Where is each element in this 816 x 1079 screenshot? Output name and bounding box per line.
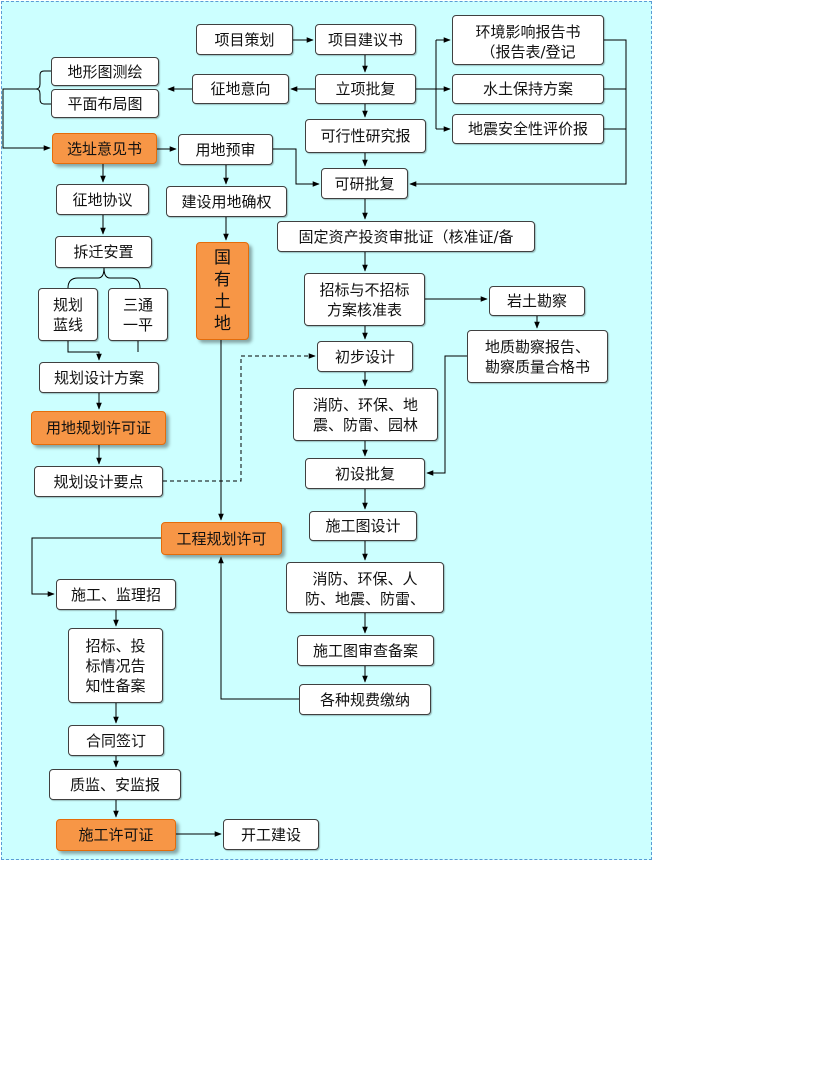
node-preliminary-design-approval: 初设批复 [305,458,425,489]
node-preliminary-design: 初步设计 [317,341,413,372]
node-fees-payment: 各种规费缴纳 [299,684,431,715]
node-land-agreement: 征地协议 [56,184,149,215]
node-topographic-survey: 地形图测绘 [51,57,159,86]
node-geotechnical-survey: 岩土勘察 [489,286,585,316]
node-construction-supervision-bidding: 施工、监理招 [56,579,176,610]
node-quality-safety-supervision: 质监、安监报 [49,769,181,800]
node-land-pre-review: 用地预审 [178,134,273,165]
node-construction-permit: 施工许可证 [56,819,176,851]
node-land-planning-permit: 用地规划许可证 [31,411,166,445]
node-engineering-planning-permit: 工程规划许可 [161,522,282,555]
node-drawing-review-filing: 施工图审查备案 [297,635,434,666]
node-fire-env-review-1: 消防、环保、地 震、防雷、园林 [293,388,438,441]
node-planning-redline: 规划 蓝线 [38,288,98,341]
node-layout-plan: 平面布局图 [51,89,159,118]
node-land-rights: 建设用地确权 [166,186,287,217]
node-project-planning: 项目策划 [196,24,293,55]
node-planning-key-points: 规划设计要点 [34,466,163,497]
node-fire-env-review-2: 消防、环保、人 防、地震、防雷、 [286,562,444,613]
node-geology-report: 地质勘察报告、 勘察质量合格书 [467,330,608,383]
node-site-selection: 选址意见书 [52,133,157,164]
node-state-owned-land: 国 有 土 地 [196,242,249,340]
node-three-utilities: 三通 一平 [108,288,168,341]
node-feasibility-approval: 可研批复 [321,168,408,199]
node-project-proposal: 项目建议书 [315,24,416,55]
node-environment-report: 环境影响报告书 （报告表/登记 [452,15,604,65]
node-project-approval: 立项批复 [315,74,416,104]
node-feasibility-study: 可行性研究报 [305,119,426,153]
node-land-intent: 征地意向 [192,74,289,104]
node-planning-design-scheme: 规划设计方案 [39,362,159,393]
node-fixed-asset-approval: 固定资产投资审批证（核准证/备 [277,221,535,252]
node-seismic-evaluation: 地震安全性评价报 [452,114,604,144]
node-bidding-approval-form: 招标与不招标 方案核准表 [304,273,425,326]
node-relocation: 拆迁安置 [55,236,152,268]
node-soil-water-plan: 水土保持方案 [452,74,604,104]
node-contract-signing: 合同签订 [68,725,164,756]
node-start-construction: 开工建设 [223,819,319,850]
node-bidding-filing: 招标、投 标情况告 知性备案 [68,628,163,703]
node-construction-drawing-design: 施工图设计 [309,511,417,541]
